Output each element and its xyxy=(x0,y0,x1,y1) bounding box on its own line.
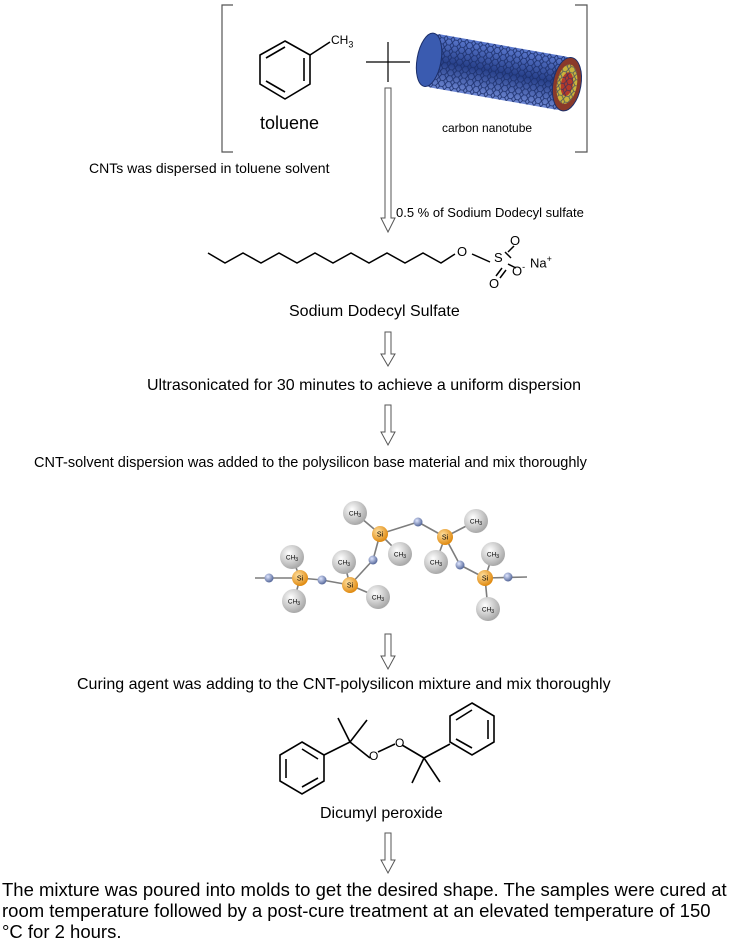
reactant-bracket-left xyxy=(221,4,233,153)
arrow-down-1-icon xyxy=(380,87,396,234)
sds-name-label: Sodium Dodecyl Sulfate xyxy=(289,303,460,320)
dcp-oxygen-2-label: O xyxy=(395,736,405,750)
methyl-atom-label: CH3 xyxy=(394,552,406,561)
methyl-atom-label: CH3 xyxy=(288,599,300,608)
arrow-down-3-icon xyxy=(380,404,396,447)
dcp-name-label: Dicumyl peroxide xyxy=(320,805,443,822)
final-step-paragraph: The mixture was poured into molds to get… xyxy=(2,879,727,942)
methyl-atom-label: CH3 xyxy=(487,552,499,561)
sds-sulfur-label: S xyxy=(494,250,503,265)
sds-oxygen-label: O xyxy=(457,244,468,259)
silicon-atom-label: Si xyxy=(297,576,304,583)
step-curing-label: Curing agent was adding to the CNT-polys… xyxy=(77,676,611,693)
sds-structure xyxy=(207,245,517,279)
plus-icon xyxy=(366,42,410,82)
toluene-structure xyxy=(259,40,331,100)
sds-oxyanion-label: O- xyxy=(512,262,526,279)
toluene-label: toluene xyxy=(260,113,320,133)
methyl-atom-label: CH3 xyxy=(338,560,350,569)
arrow-down-4-icon xyxy=(380,633,396,671)
methyl-atom-label: CH3 xyxy=(372,595,384,604)
arrow-down-2-icon xyxy=(380,331,396,367)
silicon-atom-label: Si xyxy=(377,532,384,539)
arrow-down-5-icon xyxy=(380,832,396,875)
methyl-atom-label: CH3 xyxy=(430,560,442,569)
sds-oxygen-top-label: O xyxy=(510,233,521,248)
carbon-nanotube-label: carbon nanotube xyxy=(442,121,533,135)
step-added-label: CNT-solvent dispersion was added to the … xyxy=(34,455,587,471)
oxygen-atoms xyxy=(264,517,513,585)
dcp-oxygen-1-label: O xyxy=(369,749,379,763)
reactant-bracket-right xyxy=(575,4,588,153)
sds-sodium-label: Na+ xyxy=(530,254,552,271)
methyl-atom-label: CH3 xyxy=(286,555,298,564)
methyl-atom-label: CH3 xyxy=(482,607,494,616)
dicumyl-peroxide-structure xyxy=(279,702,495,795)
step-dispersed-label: CNTs was dispersed in toluene solvent xyxy=(89,160,330,176)
silicon-atom-label: Si xyxy=(347,583,354,590)
silicon-atom-label: Si xyxy=(442,535,449,542)
methyl-atoms xyxy=(280,501,505,621)
methyl-group-label: CH3 xyxy=(331,33,354,50)
step-sds-amount-label: 0.5 % of Sodium Dodecyl sulfate xyxy=(396,205,584,220)
sds-oxygen-bottom-label: O xyxy=(489,276,500,291)
methyl-atom-label: CH3 xyxy=(349,511,361,520)
carbon-nanotube-image xyxy=(415,32,582,112)
methyl-atom-label: CH3 xyxy=(470,519,482,528)
step-ultrasonicated-label: Ultrasonicated for 30 minutes to achieve… xyxy=(147,377,581,394)
silicon-atoms xyxy=(292,526,493,593)
silicon-atom-label: Si xyxy=(482,576,489,583)
